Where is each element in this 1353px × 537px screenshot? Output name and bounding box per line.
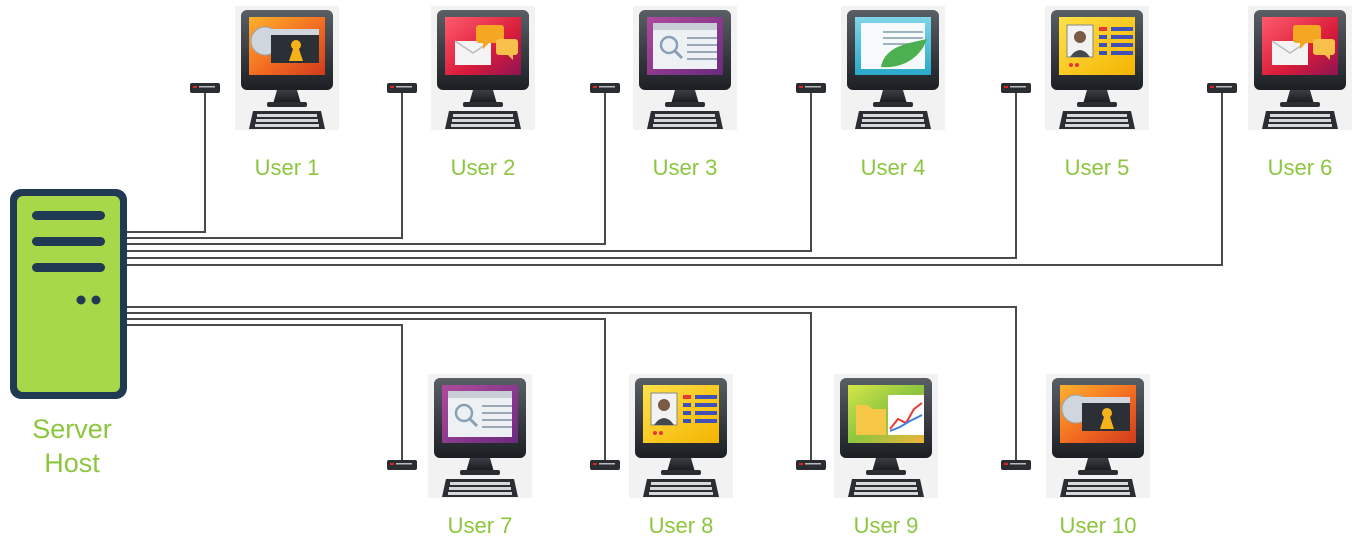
drive-bay-1 xyxy=(32,211,105,220)
keyboard-icon xyxy=(855,111,931,129)
connection-wire xyxy=(127,324,403,466)
network-adapter-icon xyxy=(590,460,620,470)
connection-wire xyxy=(127,306,1017,466)
monitor-base xyxy=(460,470,500,475)
player-titlebar xyxy=(1082,397,1130,403)
computer-9[interactable] xyxy=(834,374,938,498)
monitor-stand xyxy=(671,90,699,104)
server-label-line2: Host xyxy=(44,448,100,478)
computer-7[interactable] xyxy=(428,374,532,498)
monitor-stand xyxy=(879,90,907,104)
keyboard-icon xyxy=(442,479,518,497)
keyboard-icon xyxy=(445,111,521,129)
user-label: User 1 xyxy=(255,155,320,180)
chat-bubble-icon xyxy=(1313,39,1335,60)
monitor-base xyxy=(1280,102,1320,107)
monitor-stand xyxy=(872,458,900,472)
computer-3[interactable] xyxy=(633,6,737,130)
user-stations xyxy=(190,6,1352,498)
monitor-stand xyxy=(667,458,695,472)
monitor-base xyxy=(866,470,906,475)
person-icon xyxy=(658,399,670,411)
connection-wire xyxy=(127,89,1223,266)
magnifier-icon xyxy=(454,403,474,423)
leaf-icon xyxy=(881,39,927,68)
status-led-2 xyxy=(91,295,101,305)
user-label: User 3 xyxy=(653,155,718,180)
folder-icon xyxy=(856,405,886,435)
connection-wire xyxy=(127,312,812,466)
keyboard-icon xyxy=(1060,479,1136,497)
computer-8[interactable] xyxy=(629,374,733,498)
user-label: User 2 xyxy=(451,155,516,180)
connection-wire xyxy=(127,89,403,239)
magnifier-icon xyxy=(659,35,679,55)
user-label: User 9 xyxy=(854,513,919,537)
user-label: User 5 xyxy=(1065,155,1130,180)
keyboard-icon xyxy=(848,479,924,497)
chat-bubble-icon xyxy=(496,39,518,60)
computer-6[interactable] xyxy=(1248,6,1352,130)
server-body xyxy=(17,196,120,392)
monitor-base xyxy=(661,470,701,475)
server-label-line1: Server xyxy=(32,414,112,444)
monitor-stand xyxy=(1286,90,1314,104)
network-adapter-icon xyxy=(796,83,826,93)
person-head-icon xyxy=(1102,408,1112,418)
network-adapter-icon xyxy=(190,83,220,93)
monitor-base xyxy=(463,102,503,107)
user-label: User 6 xyxy=(1268,155,1333,180)
drive-bay-3 xyxy=(32,263,105,272)
person-icon xyxy=(1100,417,1114,429)
computer-1[interactable] xyxy=(235,6,339,130)
keyboard-icon xyxy=(643,479,719,497)
monitor-base xyxy=(1078,470,1118,475)
computer-10[interactable] xyxy=(1046,374,1150,498)
monitor-base xyxy=(873,102,913,107)
monitor-stand xyxy=(466,458,494,472)
monitor-base xyxy=(267,102,307,107)
status-led-1 xyxy=(76,295,86,305)
connection-wires xyxy=(127,89,1223,466)
computer-2[interactable] xyxy=(431,6,535,130)
drive-bay-2 xyxy=(32,237,105,246)
network-adapter-icon xyxy=(796,460,826,470)
keyboard-icon xyxy=(249,111,325,129)
person-icon xyxy=(289,49,303,61)
monitor-base xyxy=(1077,102,1117,107)
connection-wire xyxy=(127,89,606,245)
network-adapter-icon xyxy=(1001,460,1031,470)
connection-wire xyxy=(127,89,812,252)
person-icon xyxy=(1074,31,1086,43)
server-host[interactable] xyxy=(10,189,127,399)
monitor-stand xyxy=(1084,458,1112,472)
user-label: User 7 xyxy=(448,513,513,537)
network-adapter-icon xyxy=(1207,83,1237,93)
user-labels: User 1 User 2 User 3 User 4 User 5 User 6 User… xyxy=(255,155,1333,537)
connection-wire xyxy=(127,318,606,466)
network-adapter-icon xyxy=(387,460,417,470)
monitor-base xyxy=(665,102,705,107)
computer-4[interactable] xyxy=(841,6,945,130)
person-head-icon xyxy=(291,40,301,50)
user-label: User 10 xyxy=(1059,513,1136,537)
user-label: User 8 xyxy=(649,513,714,537)
network-adapter-icon xyxy=(387,83,417,93)
keyboard-icon xyxy=(1059,111,1135,129)
network-adapter-icon xyxy=(590,83,620,93)
player-titlebar xyxy=(271,29,319,35)
keyboard-icon xyxy=(647,111,723,129)
keyboard-icon xyxy=(1262,111,1338,129)
connection-wire xyxy=(127,89,206,233)
monitor-stand xyxy=(273,90,301,104)
connection-wire xyxy=(127,89,1017,259)
user-label: User 4 xyxy=(861,155,926,180)
network-adapter-icon xyxy=(1001,83,1031,93)
monitor-stand xyxy=(1083,90,1111,104)
monitor-stand xyxy=(469,90,497,104)
computer-5[interactable] xyxy=(1045,6,1149,130)
